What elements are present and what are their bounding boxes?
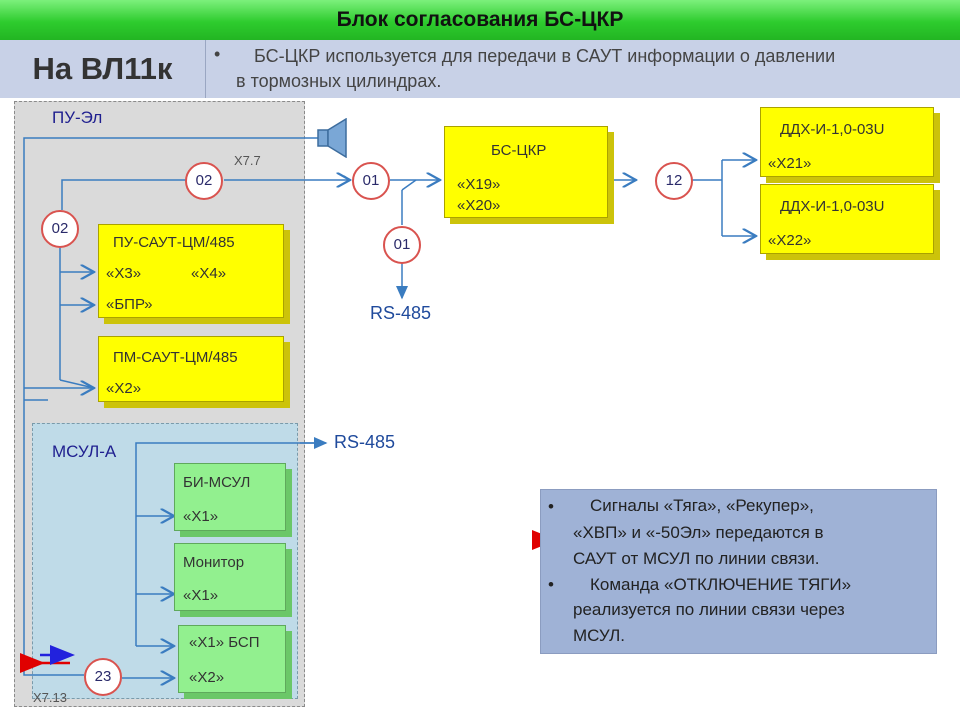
node-23[interactable]: 23 [84,658,122,696]
ddx-2-title: ДДХ-И-1,0-03U [780,198,885,215]
note-line-5: реализуется по линии связи через [573,600,845,619]
rs485-label-b: RS-485 [334,432,396,452]
monitor-title: Монитор [183,554,245,571]
bs-ckr-block[interactable]: БС-ЦКР «Х19» «Х20» [444,126,608,218]
bi-msul-title: БИ-МСУЛ [183,474,251,491]
note-bullet-2: • [548,575,554,594]
ddx-block-1[interactable]: ДДХ-И-1,0-03U «Х21» [760,107,934,177]
description-bullet: • [214,44,221,64]
label-x77: Х7.7 [234,153,261,168]
pu-saut-port-x4: «Х4» [191,265,227,282]
bi-msul-block[interactable]: БИ-МСУЛ «Х1» [174,463,286,531]
description-text: БС-ЦКР используется для передачи в САУТ … [236,44,952,94]
vehicle-panel [0,40,206,98]
node-01-low[interactable]: 01 [383,226,421,264]
bs-ckr-title: БС-ЦКР [491,142,547,159]
note-line-6: МСУЛ. [573,626,625,645]
bi-msul-port-x1: «Х1» [183,508,219,525]
pm-saut-title: ПМ-САУТ-ЦМ/485 [113,349,238,366]
pu-saut-block[interactable]: ПУ-САУТ-ЦМ/485 «Х3» «Х4» «БПР» [98,224,284,318]
node-02-left[interactable]: 02 [41,210,79,248]
monitor-port-x1: «Х1» [183,587,219,604]
ddx-1-title: ДДХ-И-1,0-03U [780,121,885,138]
node-02-top[interactable]: 02 [185,162,223,200]
rs485-label-a: RS-485 [370,303,432,323]
note-line-3: САУТ от МСУЛ по линии связи. [573,549,820,568]
node-12[interactable]: 12 [655,162,693,200]
note-line-2: «ХВП» и «-50Эл» передаются в [573,523,824,542]
ddx-1-port: «Х21» [768,155,812,172]
label-x713: Х7.13 [33,690,67,705]
pu-el-label: ПУ-Эл [52,108,103,127]
ddx-block-2[interactable]: ДДХ-И-1,0-03U «Х22» [760,184,934,254]
pu-saut-port-bpr: «БПР» [106,296,153,313]
node-01-mid[interactable]: 01 [352,162,390,200]
description-line-2: в тормозных цилиндрах. [236,71,442,91]
bsp-title: «Х1» БСП [189,634,260,651]
monitor-block[interactable]: Монитор «Х1» [174,543,286,611]
pm-saut-port-x2: «Х2» [106,380,142,397]
bsp-block[interactable]: «Х1» БСП «Х2» [178,625,286,693]
speaker-icon [316,117,350,159]
description-line-1: БС-ЦКР используется для передачи в САУТ … [254,46,836,66]
bs-ckr-port-x20: «Х20» [457,197,501,214]
pm-saut-block[interactable]: ПМ-САУТ-ЦМ/485 «Х2» [98,336,284,402]
note-bullet-1: • [548,497,554,516]
note-line-4: Команда «ОТКЛЮЧЕНИЕ ТЯГИ» [590,575,852,594]
pu-saut-title: ПУ-САУТ-ЦМ/485 [113,234,235,251]
description-panel [206,40,960,98]
vehicle-label: На ВЛ11к [32,51,173,86]
note-line-1: Сигналы «Тяга», «Рекупер», [590,496,814,515]
msul-a-label: МСУЛ-А [52,442,117,461]
pu-saut-port-x3: «Х3» [106,265,142,282]
note-box [540,489,937,654]
bs-ckr-port-x19: «Х19» [457,176,501,193]
ddx-2-port: «Х22» [768,232,812,249]
bsp-port-x2: «Х2» [189,669,225,686]
page-title: Блок согласования БС-ЦКР [336,8,624,31]
